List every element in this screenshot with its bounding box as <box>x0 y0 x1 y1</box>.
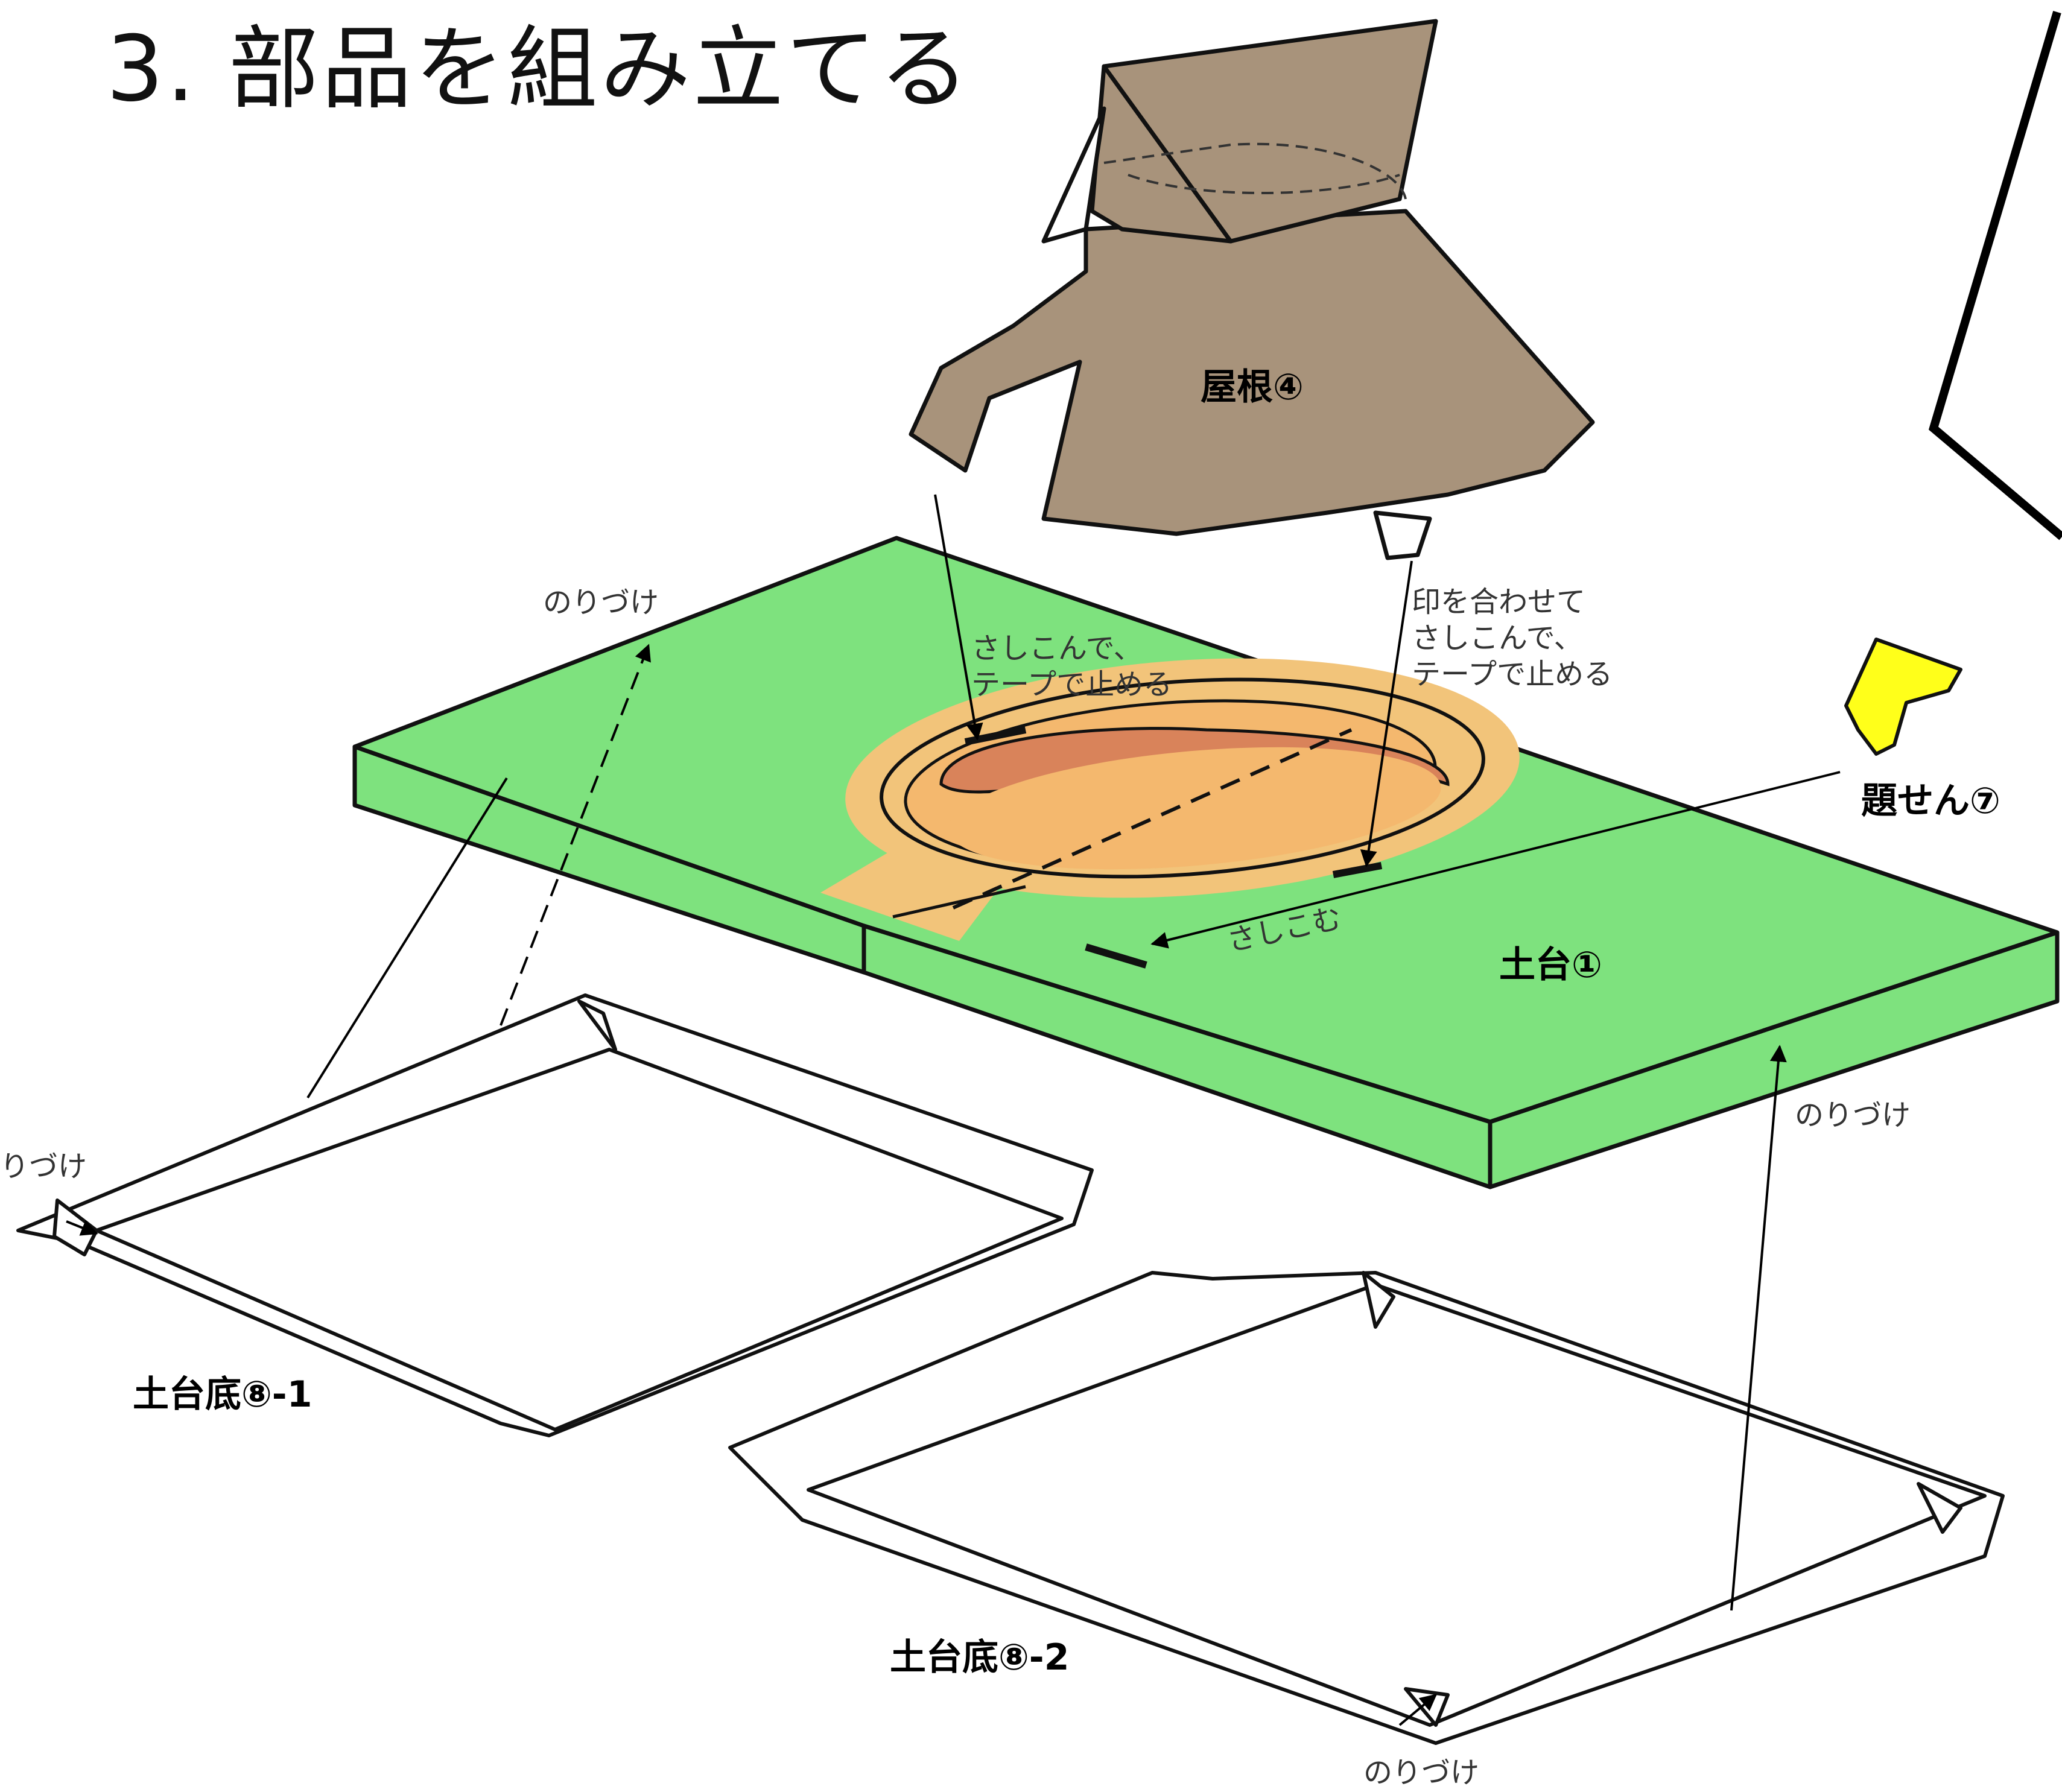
slot-mark-front <box>1085 943 1147 969</box>
title-strip-label: 題せん⑦ <box>1861 780 2000 822</box>
arrow-tray1-to-base <box>306 777 508 1099</box>
insert-tape-note: さしこんで、 テープで止める <box>971 630 1172 703</box>
align-insert-tape-note: 印を合わせて さしこんで、 テープで止める <box>1412 584 1613 692</box>
arrow-title-strip <box>1150 771 1841 949</box>
path-edge-line <box>892 885 1026 919</box>
tray2-corner-right <box>1917 1482 1962 1534</box>
insert-tape-line-2: テープで止める <box>971 668 1173 701</box>
base-label: 土台① <box>1499 944 1602 986</box>
right-edge-lines <box>1928 11 2062 540</box>
ring-dashed-line <box>952 728 1353 910</box>
tray1-floor <box>95 1048 1064 1431</box>
glue-note-top: のりづけ <box>543 586 659 619</box>
insert-tape-line-1: さしこんで、 <box>971 632 1143 665</box>
arrow-tray2-glue <box>1398 1694 1438 1726</box>
roof-label: 屋根④ <box>1201 366 1304 408</box>
align-note-line-1: 印を合わせて <box>1412 585 1586 619</box>
bottom-1-label: 土台底⑧-1 <box>133 1373 312 1416</box>
assembly-arrows <box>66 494 1841 1726</box>
roof-dashed-lines <box>1103 142 1407 200</box>
glue-note-right: のりづけ <box>1795 1098 1911 1132</box>
arrow-tray2-to-base <box>1730 1045 1787 1611</box>
arrow-roof-left <box>934 494 983 741</box>
align-note-line-2: さしこんで、 <box>1412 621 1583 655</box>
page-title: 3. 部品を組み立てる <box>106 17 972 122</box>
align-note-line-3: テープで止める <box>1412 657 1613 691</box>
roof-peak-top <box>1102 19 1438 244</box>
tray2-corner-left <box>1362 1271 1395 1329</box>
arrow-tray1-dashed <box>500 644 651 1026</box>
tray2-floor <box>807 1283 1987 1727</box>
bottom-tray-2 <box>728 1271 2005 1745</box>
arrow-roof-right <box>1360 560 1413 867</box>
tray1-corner <box>577 999 617 1051</box>
title-strip-shape <box>1844 638 1962 756</box>
ring-outline-outer <box>880 677 1485 879</box>
glue-note-left: のりづけ <box>0 1150 87 1183</box>
arrow-tray1-glue <box>66 1220 98 1236</box>
roof-body <box>909 209 1595 536</box>
bottom-2-label: 土台底⑧-2 <box>890 1636 1070 1679</box>
title-strip-part <box>1844 638 1962 756</box>
glue-note-bottom: のりづけ <box>1363 1756 1480 1790</box>
roof-part <box>909 19 1595 560</box>
ring-floor <box>948 747 1441 870</box>
roof-bottom-tab <box>1373 510 1432 560</box>
bottom-tray-1 <box>16 993 1094 1437</box>
roof-left-flap <box>1041 106 1106 244</box>
